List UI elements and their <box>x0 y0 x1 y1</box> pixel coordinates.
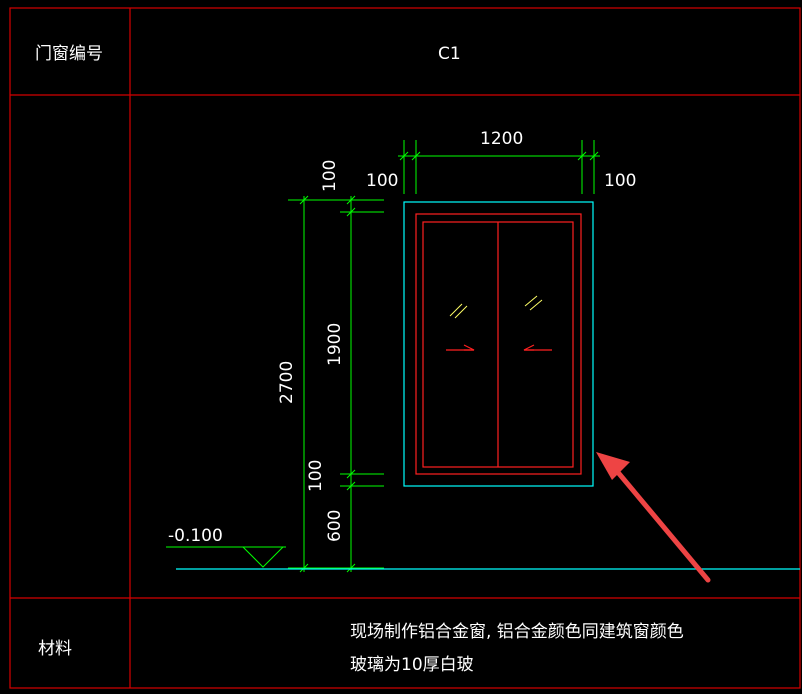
window-number-label: 门窗编号 <box>35 44 103 64</box>
material-line-2: 玻璃为10厚白玻 <box>350 655 474 675</box>
table-grid <box>9 7 801 689</box>
window-number-value: C1 <box>438 44 461 64</box>
vertical-dimension-chain <box>288 195 384 573</box>
top-dimension-chain <box>398 140 600 194</box>
material-line-1: 现场制作铝合金窗, 铝合金颜色同建筑窗颜色 <box>350 622 684 642</box>
dim-vertical-top: 100 <box>320 160 340 192</box>
dim-top-overall: 1200 <box>480 129 523 149</box>
window-opening <box>403 201 594 487</box>
dim-vertical-middle: 1900 <box>325 323 345 366</box>
table-border <box>9 7 801 689</box>
callout-arrow <box>596 452 711 583</box>
dim-top-right: 100 <box>604 171 636 191</box>
sliding-arrows <box>446 344 552 351</box>
glass-hatch-marks <box>449 295 543 319</box>
level-mark: -0.100 <box>168 526 223 546</box>
dim-vertical-total: 2700 <box>277 361 297 404</box>
material-label: 材料 <box>38 639 72 659</box>
window-frame-outer <box>415 213 582 475</box>
dim-vertical-sill: 600 <box>325 510 345 542</box>
window-elevation <box>403 201 594 487</box>
dim-vertical-bottom: 100 <box>306 460 326 492</box>
dim-top-left: 100 <box>366 171 398 191</box>
level-symbol <box>166 546 286 568</box>
